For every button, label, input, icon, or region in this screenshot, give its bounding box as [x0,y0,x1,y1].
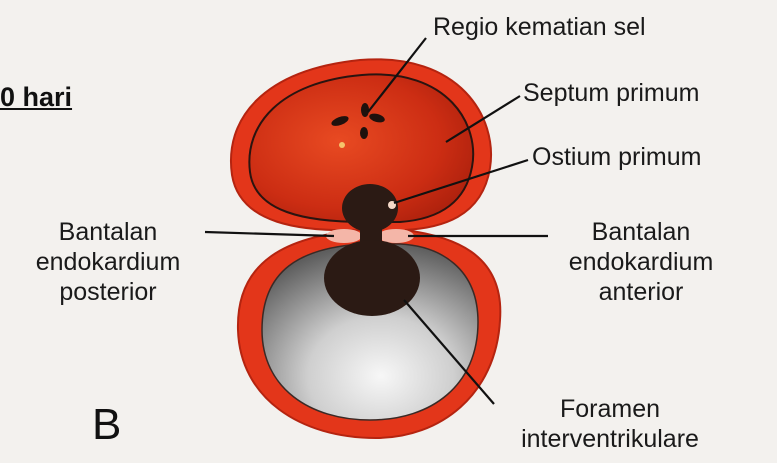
label-bantalan-posterior-line3: posterior [8,277,208,307]
label-bantalan-posterior-line1: Bantalan [8,217,208,247]
day-label: 0 hari [0,82,72,113]
cell-death-spot-2 [361,103,369,117]
small-light-spot [339,142,345,148]
label-foramen-interventrikulare: Foramen interventrikulare [470,394,750,454]
panel-letter: B [92,400,121,450]
label-septum-primum: Septum primum [523,78,699,108]
label-foramen-line1: Foramen [470,394,750,424]
label-regio-kematian-sel: Regio kematian sel [433,12,646,42]
ventricular-septum-mass [324,240,420,316]
leader-bantalan-posterior [205,232,334,236]
label-bantalan-anterior-line1: Bantalan [541,217,741,247]
cell-death-spot-4 [360,127,368,139]
label-bantalan-anterior-line3: anterior [541,277,741,307]
label-bantalan-posterior-line2: endokardium [8,247,208,277]
label-foramen-line2: interventrikulare [470,424,750,454]
label-bantalan-posterior: Bantalan endokardium posterior [8,217,208,307]
label-ostium-primum: Ostium primum [532,142,701,172]
label-bantalan-anterior: Bantalan endokardium anterior [541,217,741,307]
label-bantalan-anterior-line2: endokardium [541,247,741,277]
